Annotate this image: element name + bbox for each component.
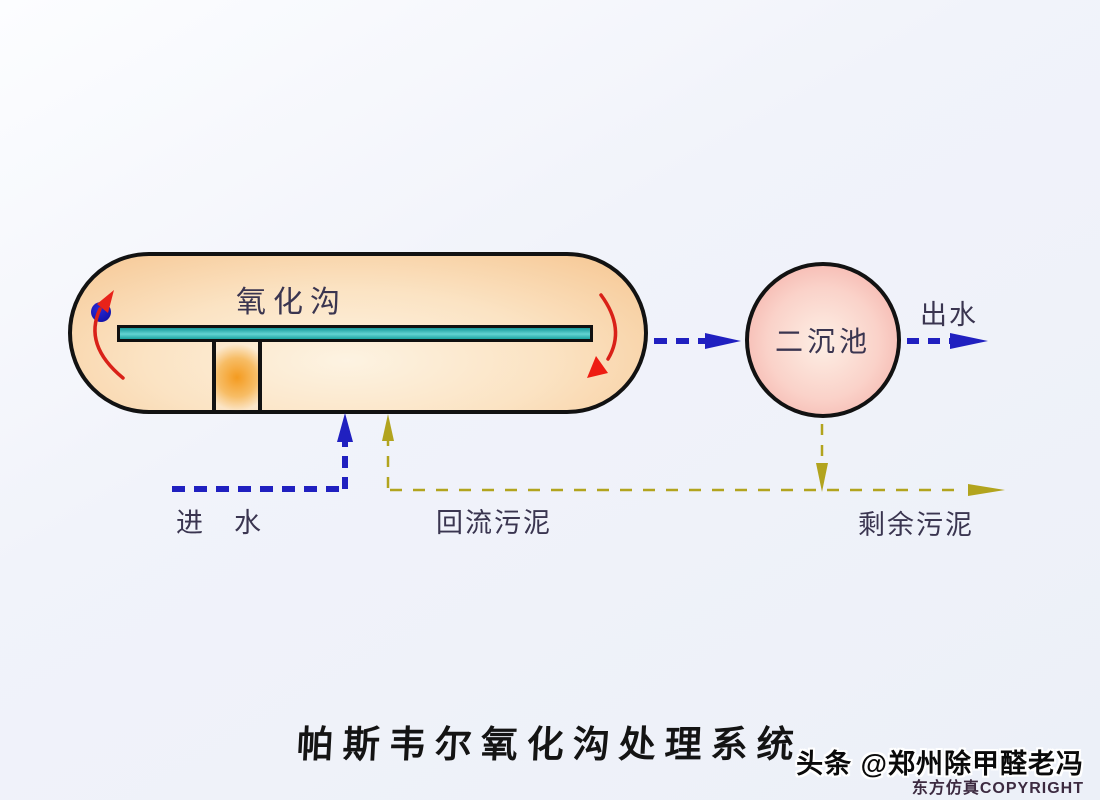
clarifier-sludge-down-arrow [816, 424, 828, 492]
flow-marker-dot [91, 302, 111, 322]
return-sludge-arrow [382, 414, 394, 488]
watermark-copyright: 东方仿真COPYRIGHT [911, 780, 1084, 797]
aeration-rotor-bar [117, 325, 593, 342]
excess-sludge-label: 剩余污泥 [858, 510, 974, 540]
secondary-clarifier-shape: 二沉池 [745, 262, 901, 418]
secondary-clarifier-label: 二沉池 [774, 327, 871, 358]
watermark-author: 头条 @郑州除甲醛老冯 [796, 749, 1084, 779]
effluent-arrow [907, 333, 988, 349]
return-sludge-label: 回流污泥 [436, 508, 552, 538]
effluent-label: 出水 [920, 300, 978, 330]
excess-sludge-arrow [390, 484, 1005, 496]
influent-label: 进 水 [176, 508, 263, 538]
aeration-channel [212, 340, 262, 412]
influent-arrow [172, 413, 353, 492]
ditch-to-clarifier-arrow [654, 333, 741, 349]
oxidation-ditch-label: 氧化沟 [236, 286, 347, 319]
